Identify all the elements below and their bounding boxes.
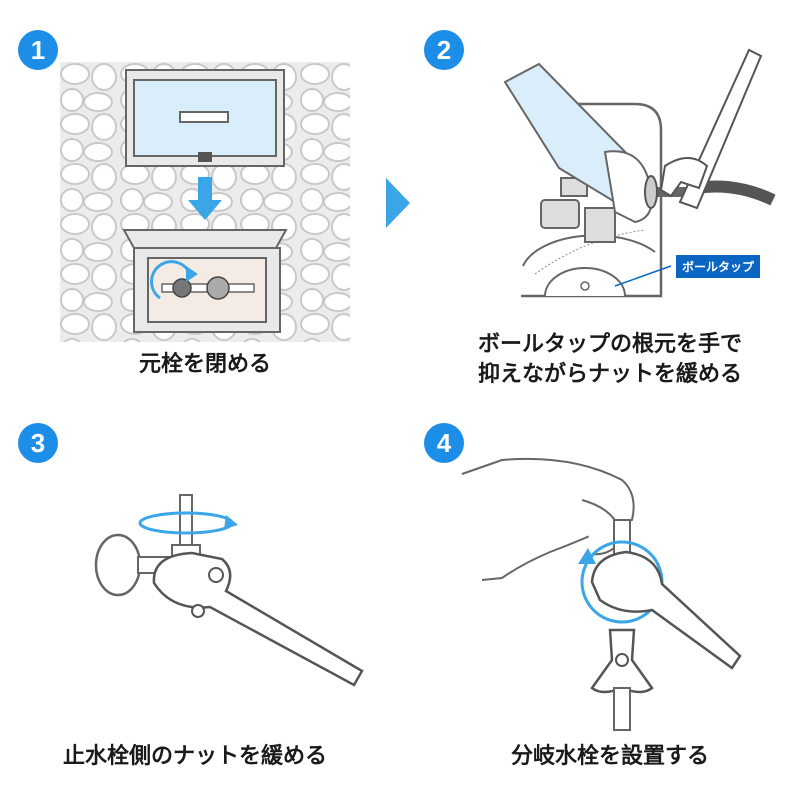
step-2-caption-line-2: 抑えながらナットを緩める bbox=[477, 362, 742, 387]
step-4-badge: 4 bbox=[424, 423, 464, 463]
step-4-illustration bbox=[461, 457, 742, 731]
down-arrow bbox=[198, 177, 212, 205]
step-2-illustration bbox=[503, 48, 776, 298]
step-3-badge: 3 bbox=[18, 423, 58, 463]
callout-leader-line bbox=[614, 265, 672, 287]
wrench bbox=[152, 551, 364, 687]
ball-tap-callout: ボールタップ bbox=[676, 255, 761, 278]
step-3-caption: 止水栓側のナットを緩める bbox=[62, 744, 327, 769]
rotate-arrow-icon bbox=[150, 260, 192, 300]
step-3-illustration bbox=[94, 494, 364, 687]
tank-outline bbox=[521, 102, 663, 298]
step-2-caption-line-1: ボールタップの根元を手で bbox=[477, 332, 742, 357]
next-step-arrow bbox=[386, 178, 410, 228]
step-4-caption: 分岐水栓を設置する bbox=[510, 744, 709, 769]
step-1-illustration bbox=[60, 62, 350, 342]
hose bbox=[696, 180, 776, 206]
step-2-badge: 2 bbox=[424, 30, 464, 70]
hand bbox=[461, 457, 635, 581]
valve-handle bbox=[94, 533, 142, 597]
step-1-caption: 元栓を閉める bbox=[138, 352, 271, 377]
meter-box-lid bbox=[122, 229, 288, 249]
wrench bbox=[590, 550, 742, 670]
step-1-badge: 1 bbox=[18, 30, 58, 70]
float-ball bbox=[522, 234, 656, 267]
